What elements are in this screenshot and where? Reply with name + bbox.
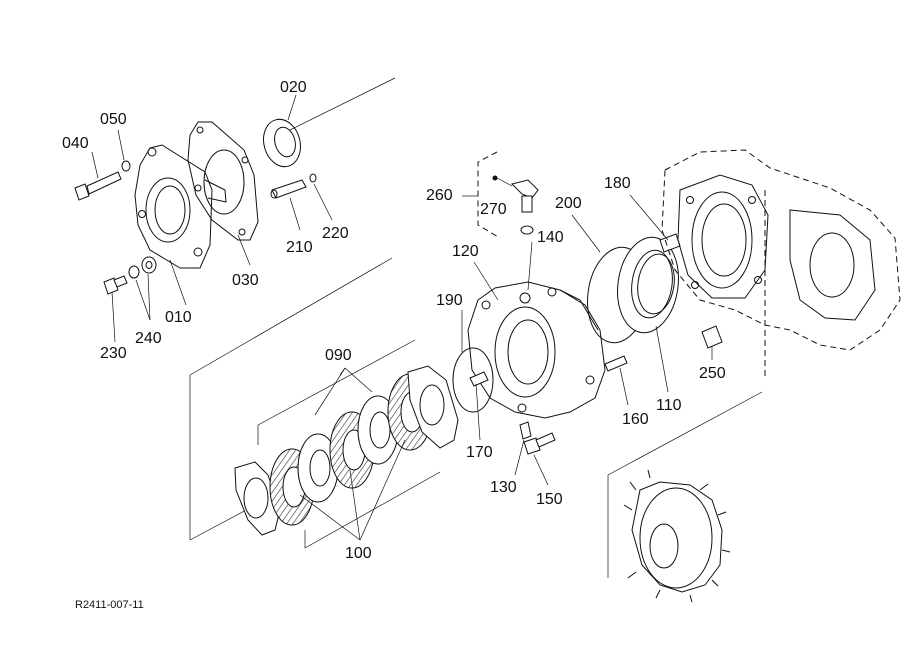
bolt-150 — [523, 432, 556, 455]
label-140: 140 — [537, 229, 564, 246]
o-ring-190 — [452, 347, 494, 413]
label-090: 090 — [325, 347, 352, 364]
label-270: 270 — [480, 201, 507, 218]
transmission-case — [661, 149, 901, 380]
drawing-code: R2411-007-11 — [75, 599, 144, 611]
label-120: 120 — [452, 243, 479, 260]
leader-020-axis — [289, 77, 396, 131]
gasket-030 — [187, 121, 259, 241]
label-180: 180 — [604, 175, 631, 192]
plug-180 — [659, 233, 681, 253]
label-250: 250 — [699, 365, 726, 382]
pin-210 — [270, 179, 307, 199]
label-010: 010 — [165, 309, 192, 326]
plug-250 — [701, 325, 723, 349]
label-190: 190 — [436, 292, 463, 309]
pin-160 — [604, 355, 628, 372]
label-210: 210 — [286, 239, 313, 256]
label-020: 020 — [280, 79, 307, 96]
leaders-090 — [314, 367, 373, 416]
washer-050 — [121, 160, 131, 172]
label-220: 220 — [322, 225, 349, 242]
label-200: 200 — [555, 195, 582, 212]
nozzle-group-260 — [462, 151, 539, 239]
clutch-pack-outline — [189, 257, 441, 549]
part-labels: 020 050 040 210 220 030 010 240 230 090 … — [62, 79, 726, 562]
gear — [607, 391, 763, 603]
o-ring-220 — [309, 173, 317, 183]
oil-seal-020 — [263, 118, 301, 168]
label-260: 260 — [426, 187, 453, 204]
bolt-040 — [74, 171, 122, 201]
housing-120 — [467, 281, 606, 419]
label-150: 150 — [536, 491, 563, 508]
plug-130 — [519, 421, 532, 440]
label-130: 130 — [490, 479, 517, 496]
label-170: 170 — [466, 444, 493, 461]
label-160: 160 — [622, 411, 649, 428]
label-030: 030 — [232, 272, 259, 289]
washers-240 — [128, 256, 157, 279]
label-050: 050 — [100, 111, 127, 128]
label-240: 240 — [135, 330, 162, 347]
steel-plate-090d — [407, 365, 459, 449]
pin-170 — [469, 371, 489, 387]
label-110: 110 — [656, 397, 682, 414]
leaders-100 — [299, 439, 406, 541]
steel-plate-090 — [234, 461, 281, 536]
label-100: 100 — [345, 545, 372, 562]
label-230: 230 — [100, 345, 127, 362]
bolt-230 — [103, 275, 128, 295]
piston-110 — [617, 236, 679, 334]
leader-lines — [91, 94, 713, 486]
label-040: 040 — [62, 135, 89, 152]
cover-010 — [134, 144, 227, 269]
